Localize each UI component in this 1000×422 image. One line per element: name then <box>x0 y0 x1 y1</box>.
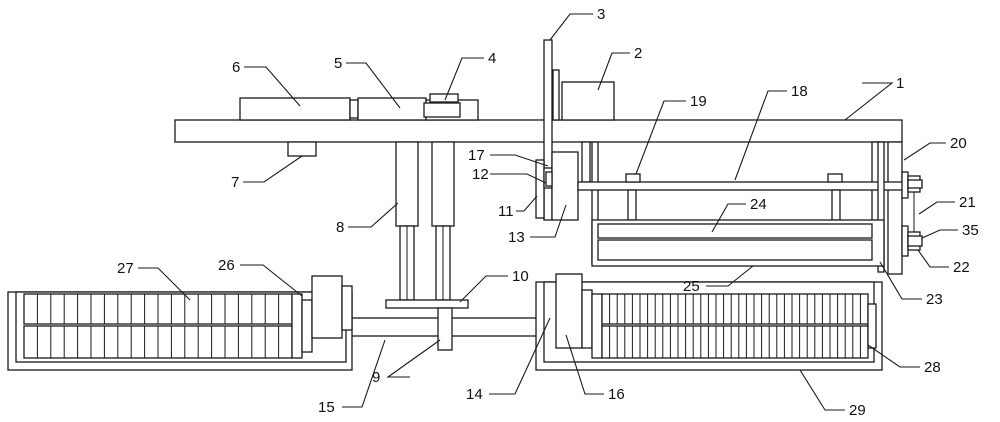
label-5: 5 <box>334 55 342 72</box>
label-23: 23 <box>926 291 943 308</box>
label-10: 10 <box>512 268 529 285</box>
plate-10 <box>385 299 469 309</box>
vertical-plate-3 <box>543 39 560 221</box>
label-25: 25 <box>683 278 700 295</box>
component-2 <box>561 81 615 121</box>
right-trough <box>535 273 883 371</box>
label-4: 4 <box>488 50 496 67</box>
blocks-19 <box>625 173 843 183</box>
label-12: 12 <box>472 166 489 183</box>
right-roller-ribs <box>609 294 861 358</box>
roller-box-24 <box>591 219 885 267</box>
left-roller-ribs <box>36 294 280 358</box>
label-22: 22 <box>953 259 970 276</box>
shaft-18 <box>577 181 909 191</box>
label-11: 11 <box>498 203 514 220</box>
label-24: 24 <box>750 196 767 213</box>
label-14: 14 <box>466 386 483 403</box>
supports <box>627 141 885 273</box>
label-9: 9 <box>372 369 380 386</box>
label-6: 6 <box>232 59 240 76</box>
cylinder-8 <box>395 141 455 301</box>
label-20: 20 <box>950 135 967 152</box>
label-26: 26 <box>218 257 235 274</box>
component-6 <box>239 97 359 121</box>
top-beam <box>174 119 903 143</box>
component-7 <box>287 141 317 157</box>
part-labels: 1 2 3 4 5 6 7 8 9 10 11 12 13 14 15 16 1… <box>117 6 979 419</box>
label-16: 16 <box>608 386 625 403</box>
label-28: 28 <box>924 359 941 376</box>
label-2: 2 <box>634 45 642 62</box>
bottom-shaft-15 <box>344 307 543 351</box>
label-13: 13 <box>508 229 525 246</box>
label-8: 8 <box>336 219 344 236</box>
label-7: 7 <box>231 174 239 191</box>
component-5 <box>357 97 427 121</box>
label-19: 19 <box>690 93 707 110</box>
label-21: 21 <box>959 194 976 211</box>
component-4 <box>423 93 479 121</box>
label-18: 18 <box>791 83 808 100</box>
label-3: 3 <box>597 6 605 23</box>
right-end-parts <box>901 171 923 257</box>
label-29: 29 <box>849 402 866 419</box>
label-1: 1 <box>896 75 904 92</box>
right-roller-bottom <box>601 325 869 359</box>
label-35: 35 <box>962 222 979 239</box>
right-roller-top <box>601 293 869 325</box>
wheel-group-12 <box>535 151 579 221</box>
label-15: 15 <box>318 399 335 416</box>
leader-lines <box>138 13 958 411</box>
right-frame <box>581 141 903 275</box>
label-27: 27 <box>117 260 134 277</box>
label-17: 17 <box>468 147 485 164</box>
